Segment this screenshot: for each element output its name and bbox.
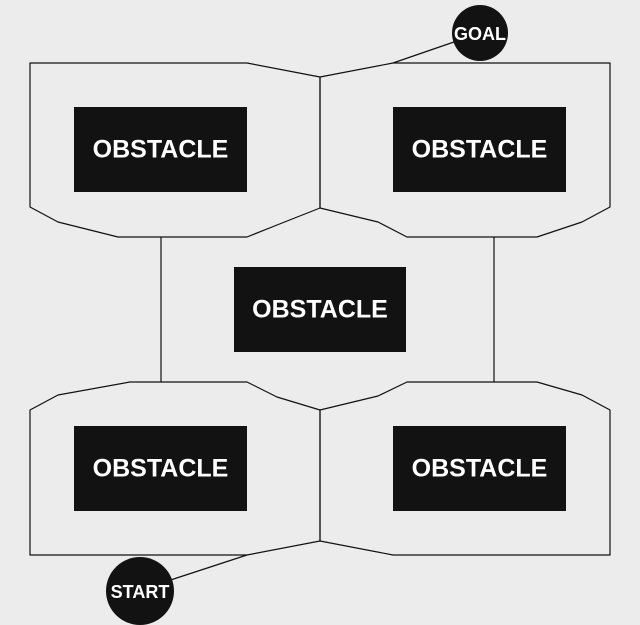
obstacle-label: OBSTACLE	[412, 136, 548, 164]
obstacle-top-left: OBSTACLE	[74, 107, 247, 192]
goal-label: GOAL	[454, 24, 506, 44]
region-bottom-right	[319, 381, 611, 556]
start-node: START	[106, 557, 174, 625]
goal-node: GOAL	[452, 5, 508, 61]
obstacle-label: OBSTACLE	[93, 455, 229, 483]
obstacle-top-right: OBSTACLE	[393, 107, 566, 192]
obstacle-label: OBSTACLE	[412, 455, 548, 483]
obstacle-bottom-right: OBSTACLE	[393, 426, 566, 511]
obstacle-label: OBSTACLE	[93, 136, 229, 164]
start-label: START	[111, 582, 170, 602]
region-bottom-left	[29, 381, 321, 556]
region-top-right	[319, 62, 611, 238]
region-top-left	[29, 62, 321, 238]
obstacle-bottom-left: OBSTACLE	[74, 426, 247, 511]
obstacle-middle: OBSTACLE	[234, 267, 406, 352]
obstacle-label: OBSTACLE	[252, 296, 388, 324]
